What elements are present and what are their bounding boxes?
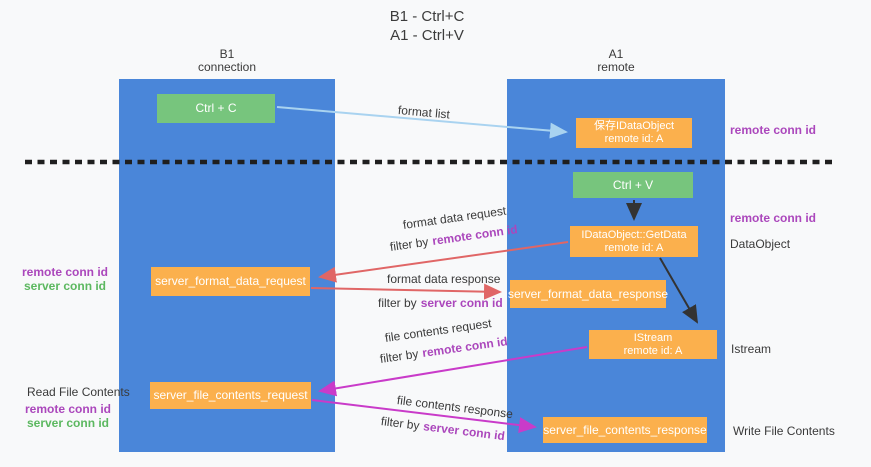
format-data-response-arrow [310,283,502,300]
filter-by-text: filter by [389,234,430,254]
istream-line1: IStream [633,331,673,344]
write-file-contents-annotation: Write File Contents [733,424,835,438]
left-file-conn-ids: remote conn id server conn id [25,402,111,430]
server-format-data-request-label: server_format_data_request [155,274,306,288]
lane-header-b1: B1 connection [119,48,335,74]
save-dataobject-line2: remote id: A [604,133,664,145]
diagram-title-line2: A1 - Ctrl+V [390,27,464,44]
read-file-contents-annotation: Read File Contents [27,385,130,399]
remote-conn-id-text: remote conn id [25,402,112,416]
remote-conn-id-text: remote conn id [22,265,109,279]
getdata-line1: IDataObject::GetData [581,228,687,241]
server-conn-id-text: server conn id [23,279,107,293]
filter-by-text: filter by [379,346,420,366]
filter-by-text: filter by [380,414,421,433]
file-contents-response-label: file contents response [396,393,514,422]
server-file-contents-response-label: server_file_contents_response [543,422,707,437]
diagram-title: B1 - Ctrl+C A1 - Ctrl+V [0,7,854,45]
ctrl-v-node[interactable]: Ctrl + V [573,172,693,198]
server-format-data-request-node[interactable]: server_format_data_request [151,267,310,296]
istream-line2: remote id: A [623,344,683,357]
format-data-response-label: format data response [387,272,501,286]
lane-header-a1: A1 remote [507,48,725,74]
server-format-data-response-label: server_format_data_response [507,286,669,301]
server-conn-id-text: server conn id [422,419,506,444]
ctrl-c-node[interactable]: Ctrl + C [157,94,275,123]
remote-conn-id-annotation-mid: remote conn id [730,211,817,225]
left-format-conn-ids: remote conn id server conn id [22,265,108,293]
istream-annotation: Istream [731,342,772,356]
lane-b1-sub: connection [197,60,257,74]
server-file-contents-response-node[interactable]: server_file_contents_response [543,417,707,443]
save-dataobject-line1: 保存IDataObject [593,120,675,132]
ctrl-v-label: Ctrl + V [612,177,654,192]
server-file-contents-request-label: server_file_contents_request [153,388,308,402]
lane-a1-name: A1 [608,47,624,61]
server-conn-id-text: server conn id [26,416,110,430]
format-list-label: format list [397,103,451,122]
getdata-node[interactable]: IDataObject::GetData remote id: A [570,226,698,257]
istream-node[interactable]: IStream remote id: A [589,330,717,359]
dataobject-annotation: DataObject [730,237,791,251]
server-format-data-response-node[interactable]: server_format_data_response [507,280,669,308]
lane-a1-sub: remote [597,60,635,74]
filter-by-text: filter by [378,296,417,310]
ctrl-c-label: Ctrl + C [195,101,237,115]
diagram-title-line1: B1 - Ctrl+C [389,8,465,25]
lane-b1-name: B1 [219,47,235,61]
getdata-line2: remote id: A [604,241,664,254]
save-dataobject-node[interactable]: 保存IDataObject remote id: A [576,118,692,148]
server-conn-id-text: server conn id [420,296,503,310]
remote-conn-id-annotation-top: remote conn id [730,123,817,137]
server-file-contents-request-node[interactable]: server_file_contents_request [150,382,311,409]
